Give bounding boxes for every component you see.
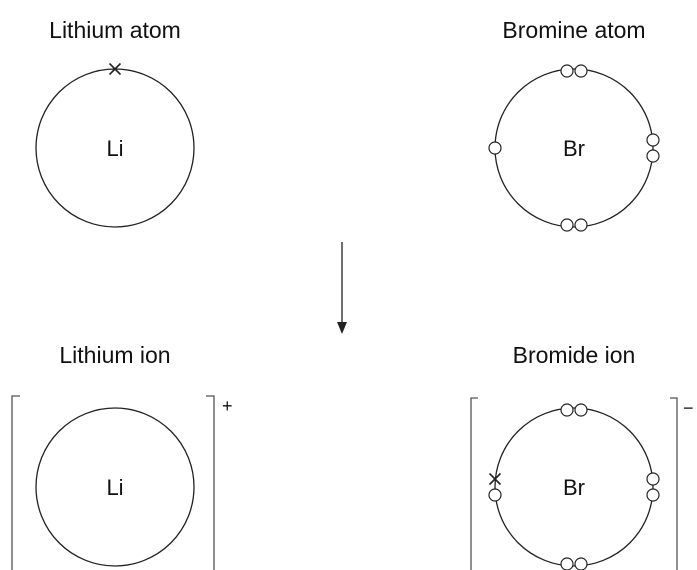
bromide-ion-title: Bromide ion — [513, 342, 636, 368]
bromide-electron-bottom-1 — [560, 557, 574, 570]
bromine-electron-bottom-1 — [560, 218, 574, 232]
bromine-electron-right-2 — [646, 149, 660, 163]
bromide-electron-left — [488, 488, 502, 502]
bromide-ion-left-bracket — [470, 397, 478, 570]
lithium-ion-left-bracket — [11, 395, 20, 570]
lithium-atom-symbol: Li — [106, 136, 123, 161]
bromide-electron-top-2 — [574, 403, 588, 417]
bromide-electron-top-1 — [560, 403, 574, 417]
lithium-atom: Li — [35, 62, 195, 228]
lithium-ion-right-bracket — [206, 395, 215, 570]
bromide-electron-bottom-2 — [574, 557, 588, 570]
bromide-ion-charge: − — [683, 398, 694, 418]
lithium-ion-shell — [35, 407, 195, 567]
bromide-ion-right-bracket — [670, 397, 678, 570]
bromide-transferred-electron-cross — [488, 472, 502, 486]
bromide-ion: Br − — [470, 397, 694, 570]
bromide-ion-symbol: Br — [563, 475, 585, 500]
bromine-electron-bottom-2 — [574, 218, 588, 232]
bromine-atom: Br — [488, 64, 660, 232]
bromine-electron-top-1 — [560, 64, 574, 78]
bromine-electron-right-1 — [646, 133, 660, 147]
lithium-atom-title: Lithium atom — [49, 17, 181, 43]
bromide-ion-shell — [494, 407, 654, 567]
bromide-electron-right-1 — [646, 472, 660, 486]
bromine-atom-symbol: Br — [563, 136, 585, 161]
lithium-valence-electron-cross — [108, 62, 122, 76]
reaction-arrow — [337, 242, 347, 334]
lithium-ion-symbol: Li — [106, 475, 123, 500]
bromide-electron-right-2 — [646, 488, 660, 502]
bromine-electron-left — [488, 141, 502, 155]
bromine-atom-title: Bromine atom — [502, 17, 645, 43]
lithium-ion-title: Lithium ion — [59, 342, 170, 368]
lithium-ion: Li + — [11, 395, 233, 570]
lithium-ion-charge: + — [222, 396, 233, 416]
bromine-electron-top-2 — [574, 64, 588, 78]
